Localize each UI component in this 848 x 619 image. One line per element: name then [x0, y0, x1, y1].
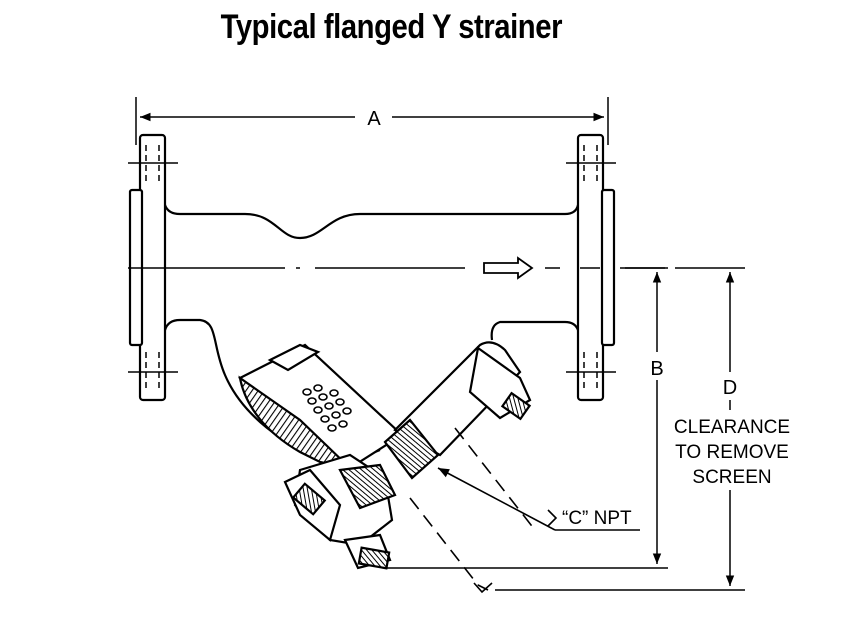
screen-housing	[237, 343, 404, 470]
npt-label: “C” NPT	[562, 508, 632, 529]
dimension-b	[385, 267, 668, 569]
diagram-title: Typical flanged Y strainer	[220, 8, 563, 46]
dimension-d-label: D	[723, 377, 737, 399]
dimension-d	[495, 272, 745, 591]
dimension-a-label: A	[367, 108, 381, 130]
upper-boss	[383, 341, 532, 480]
lower-cap	[283, 453, 397, 570]
clearance-label-line-1: CLEARANCE	[674, 417, 790, 438]
screen-holes	[302, 384, 352, 432]
npt-leader	[437, 467, 640, 531]
dimension-a	[135, 97, 609, 145]
dimension-b-label: B	[650, 358, 663, 380]
clearance-label-line-3: SCREEN	[692, 467, 771, 488]
clearance-label-line-2: TO REMOVE	[675, 442, 789, 463]
removal-tip	[473, 582, 493, 594]
